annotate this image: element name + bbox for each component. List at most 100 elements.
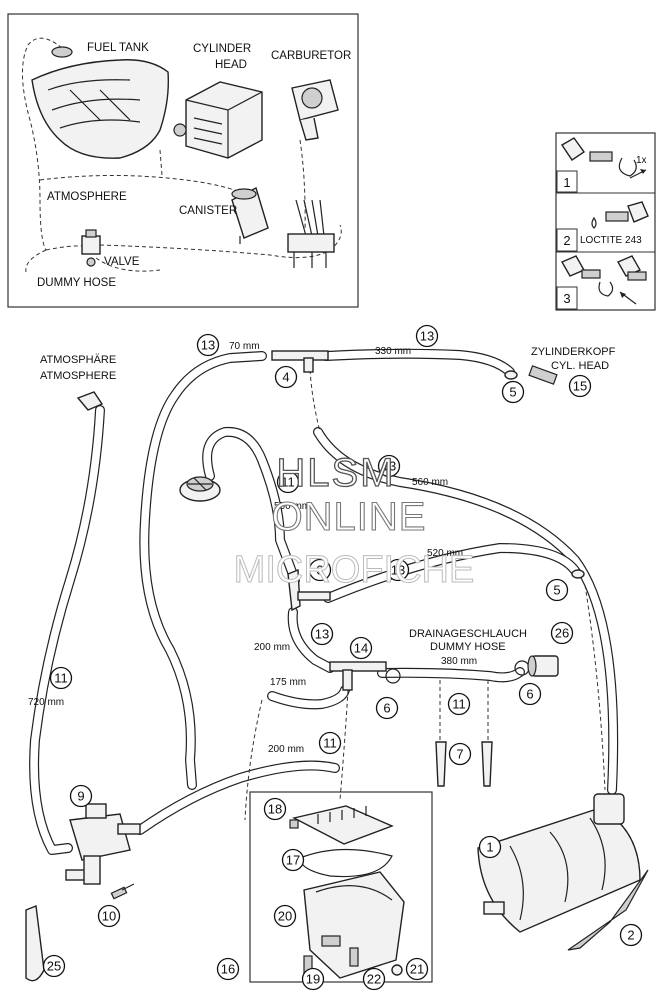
callout-number: 3 xyxy=(316,563,323,578)
fuel-cap xyxy=(179,476,221,502)
callout-18: 18 xyxy=(263,797,287,821)
callout-number: 15 xyxy=(573,379,587,394)
legend-panel: 1 2 3 1x LOCTITE 243 xyxy=(555,132,656,311)
callout-circle xyxy=(216,957,240,981)
callout-circle xyxy=(308,558,332,582)
legend-step-2-illustration xyxy=(591,201,649,229)
main-parts xyxy=(25,350,649,983)
callout-13b: 13 xyxy=(415,324,439,348)
callout-7: 7 xyxy=(448,742,472,766)
callout-1: 1 xyxy=(478,835,502,859)
callout-6a: 6 xyxy=(375,696,399,720)
legend-step-1-text: 1x xyxy=(636,155,647,166)
callout-number: 11 xyxy=(281,475,295,490)
callout-number: 5 xyxy=(509,385,516,400)
callout-circle xyxy=(42,954,66,978)
callout-number: 7 xyxy=(456,747,463,762)
callout-circle xyxy=(97,904,121,928)
canister-1 xyxy=(477,793,641,933)
callout-13c: 13 xyxy=(377,454,401,478)
main-labels: ATMOSPHÄRE ATMOSPHERE ZYLINDERKOPF CYL. … xyxy=(28,341,616,755)
callout-number: 9 xyxy=(77,789,84,804)
fuel-tank-label: FUEL TANK xyxy=(87,42,149,54)
callout-15: 15 xyxy=(568,374,592,398)
legend-step-2-text: LOCTITE 243 xyxy=(580,235,642,246)
legend-step-1-illustration xyxy=(561,137,647,179)
callout-4: 4 xyxy=(274,365,298,389)
callout-11a: 11 xyxy=(276,470,300,494)
callout-circle xyxy=(405,957,429,981)
callout-13d: 13 xyxy=(386,558,410,582)
callout-number: 1 xyxy=(486,840,493,855)
atmosphere-hose-end xyxy=(76,391,104,411)
callout-9: 9 xyxy=(69,784,93,808)
callout-circle xyxy=(377,454,401,478)
length-200mm-b: 200 mm xyxy=(268,744,304,755)
callout-17: 17 xyxy=(281,848,305,872)
atmosphere-en-label: ATMOSPHERE xyxy=(40,370,116,382)
callout-circle xyxy=(69,784,93,808)
t-piece-14 xyxy=(329,661,387,691)
callout-circle xyxy=(263,797,287,821)
callout-16: 16 xyxy=(216,957,240,981)
callout-circle xyxy=(550,621,574,645)
clamp-5-top xyxy=(504,370,518,380)
callout-number: 6 xyxy=(526,687,533,702)
callout-circle xyxy=(447,692,471,716)
watermark: HLSM ONLINE MICROFICHE xyxy=(233,450,475,591)
callout-10: 10 xyxy=(97,904,121,928)
length-70mm: 70 mm xyxy=(229,341,260,352)
legend-step-3-illustration xyxy=(561,255,647,305)
canister-illustration xyxy=(231,187,269,244)
callout-number: 2 xyxy=(627,928,634,943)
legend-step-2-number: 2 xyxy=(563,233,570,248)
callout-circle xyxy=(349,636,373,660)
callout-11d: 11 xyxy=(49,666,73,690)
screw-22 xyxy=(349,947,359,967)
valve-9 xyxy=(65,803,141,885)
callout-circle xyxy=(415,324,439,348)
callout-number: 13 xyxy=(315,627,329,642)
legend-step-1-number: 1 xyxy=(563,175,570,190)
callout-circle xyxy=(501,380,525,404)
callout-number: 18 xyxy=(268,802,282,817)
valve-illustration xyxy=(81,229,101,267)
length-380mm: 380 mm xyxy=(441,656,477,667)
watermark-line-1: HLSM xyxy=(276,451,395,495)
callout-number: 14 xyxy=(354,641,368,656)
length-200mm-a: 200 mm xyxy=(254,642,290,653)
callout-number: 6 xyxy=(383,701,390,716)
carburetor-illustration xyxy=(291,79,339,141)
clamp-6-left xyxy=(385,668,401,684)
callout-circle xyxy=(568,374,592,398)
callout-20: 20 xyxy=(273,904,297,928)
atmosphere-label: ATMOSPHERE xyxy=(47,191,127,203)
callout-circle xyxy=(619,923,643,947)
callout-circle xyxy=(375,696,399,720)
cylinder-head-illustration xyxy=(173,81,263,159)
length-550mm: 550 mm xyxy=(274,501,310,512)
valve-label: VALVE xyxy=(104,256,140,268)
callout-number: 21 xyxy=(410,962,424,977)
watermark-line-2: ONLINE xyxy=(272,495,427,539)
t-piece-4 xyxy=(271,350,329,373)
callout-number: 13 xyxy=(420,329,434,344)
length-520mm: 520 mm xyxy=(427,548,463,559)
head-label: HEAD xyxy=(215,59,247,71)
length-560mm: 560 mm xyxy=(412,477,448,488)
y-piece-3 xyxy=(287,568,331,612)
callout-number: 19 xyxy=(306,972,320,987)
callout-number: 20 xyxy=(278,909,292,924)
drain-hose-en-label: DUMMY HOSE xyxy=(430,641,506,653)
callout-11c: 11 xyxy=(318,731,342,755)
callout-number: 11 xyxy=(452,697,466,712)
cylinder-head-de-label: ZYLINDERKOPF xyxy=(531,346,616,358)
callout-13a: 13 xyxy=(196,333,220,357)
callout-13e: 13 xyxy=(310,622,334,646)
cylinder-label: CYLINDER xyxy=(193,43,251,55)
hose-holders-7 xyxy=(435,741,493,787)
callout-circle xyxy=(273,904,297,928)
callout-number: 4 xyxy=(282,370,289,385)
